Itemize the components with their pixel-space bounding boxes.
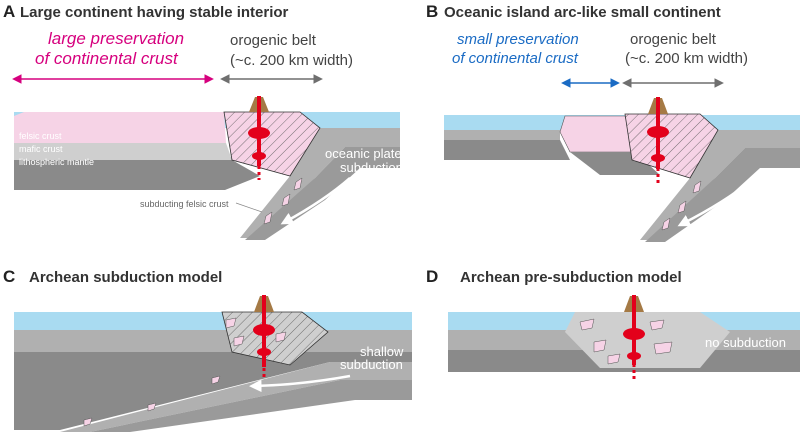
panel-d-felsic-chip — [649, 319, 665, 331]
panel-a-chip — [263, 211, 273, 225]
panel-d-no-subduction-label: no subduction — [705, 335, 786, 350]
panel-a-title: Large continent having stable interior — [20, 4, 289, 21]
panel-c-felsic-chip — [225, 317, 237, 329]
panel-c-slab-mantle — [90, 380, 412, 432]
panel-a-chip — [281, 193, 291, 207]
panel-b-preservation-label-2: of continental crust — [452, 50, 579, 67]
panel-c-felsic-chip — [211, 375, 221, 385]
panel-c-felsic-chip — [233, 335, 245, 347]
panel-d-felsic-chip — [607, 353, 621, 365]
panel-a-mantle — [14, 160, 260, 190]
panel-a-letter: A — [3, 2, 15, 21]
panel-b-chip — [692, 180, 702, 194]
panel-d-magma-pocket — [627, 352, 641, 360]
panel-a-subduction-label-1: oceanic plate — [325, 146, 402, 161]
panel-d-felsic-chip — [593, 339, 607, 353]
panel-c: C Archean subduction model shallow subdu… — [3, 267, 412, 432]
panel-a-subducting-crust-label: subducting felsic crust — [140, 199, 229, 209]
panel-a-preservation-label-2: of continental crust — [35, 49, 179, 68]
panel-c-ocean — [14, 312, 412, 330]
panel-c-crust — [14, 330, 412, 352]
panel-a-magma-pocket — [252, 152, 266, 160]
panel-a-mantle-label: lithospheric mantle — [19, 157, 94, 167]
panel-a-magma-chamber — [248, 127, 270, 139]
panel-d: D Archean pre-subduction model no subduc… — [426, 267, 800, 380]
panel-b-preservation-label-1: small preservation — [457, 31, 579, 48]
panel-d-letter: D — [426, 267, 438, 286]
panel-b-small-continent — [559, 115, 636, 153]
panel-c-felsic-chip — [147, 402, 157, 412]
panel-c-magma-pocket — [257, 348, 271, 356]
panel-a-pointer — [235, 202, 263, 213]
panel-c-mantle — [14, 352, 412, 430]
panel-c-orogen-hatch — [221, 311, 329, 366]
panel-d-felsic-chip — [579, 318, 595, 331]
panel-c-subduction-arrow — [249, 374, 351, 393]
panel-c-subduction-label-2: subduction — [340, 357, 403, 372]
panel-b: B Oceanic island arc-like small continen… — [426, 2, 800, 242]
panel-a-orogen-label-2: (~c. 200 km width) — [230, 52, 353, 69]
panel-b-mantle-left — [444, 140, 570, 160]
panel-a-subduction-arrow — [280, 177, 351, 225]
panel-a-felsic-label: felsic crust — [19, 131, 62, 141]
panel-a-orogen-hatch — [223, 111, 321, 177]
panel-d-magma-chamber — [623, 328, 645, 340]
panel-c-magma-chamber — [253, 324, 275, 336]
panel-d-title: Archean pre-subduction model — [460, 269, 682, 286]
panel-d-thick-crust — [565, 312, 730, 368]
panel-b-orogen-label-2: (~c. 200 km width) — [625, 50, 748, 67]
panel-a-chip — [293, 177, 303, 191]
panel-a-subduction-label-2: subduction — [340, 160, 403, 175]
panel-c-letter: C — [3, 267, 15, 286]
panel-b-magma-pocket — [651, 154, 665, 162]
panel-a: A Large continent having stable interior… — [3, 2, 403, 240]
panel-c-subduction-label-1: shallow — [360, 344, 404, 359]
panel-b-chip — [661, 217, 671, 231]
panel-b-orogen-label-1: orogenic belt — [630, 31, 717, 48]
panel-a-preservation-label-1: large preservation — [48, 29, 184, 48]
panel-c-title: Archean subduction model — [29, 269, 222, 286]
panel-c-felsic-chip — [83, 417, 93, 427]
panel-a-mafic-label: mafic crust — [19, 144, 63, 154]
panel-b-chip — [677, 200, 687, 214]
panel-d-felsic-chip — [653, 341, 673, 355]
panel-c-felsic-chip — [275, 331, 287, 343]
panel-b-magma-chamber — [647, 126, 669, 138]
panel-a-orogen-label-1: orogenic belt — [230, 32, 317, 49]
panel-b-letter: B — [426, 2, 438, 21]
panel-a-felsic-crust — [14, 112, 226, 143]
panel-a-mafic-crust — [14, 143, 232, 160]
panel-b-subduction-arrow — [677, 179, 753, 227]
panel-b-title: Oceanic island arc-like small continent — [444, 4, 721, 21]
